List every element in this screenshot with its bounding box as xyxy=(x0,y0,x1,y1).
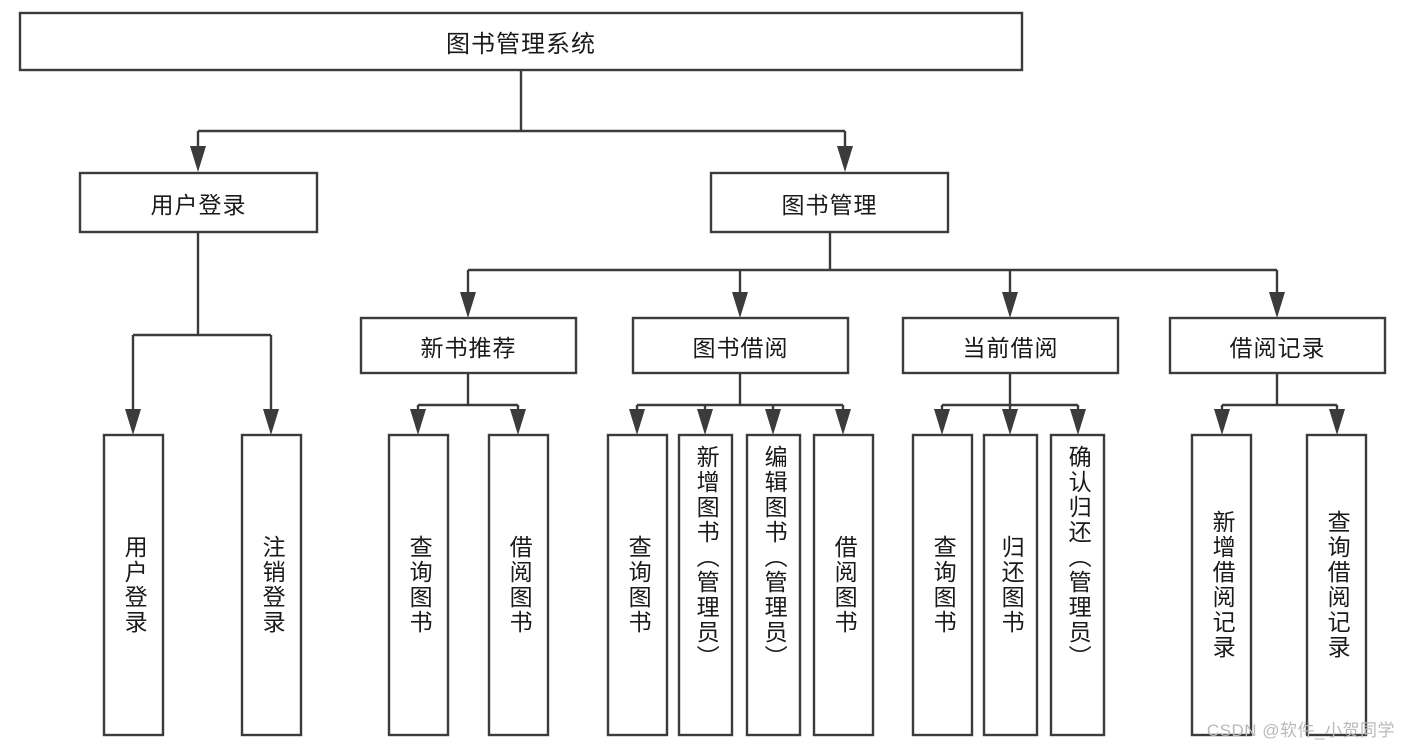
node-borrow-record[interactable] xyxy=(1168,316,1387,375)
node-leaf-edit-book[interactable] xyxy=(745,433,802,737)
node-leaf-return-book[interactable] xyxy=(982,433,1039,737)
node-book-management[interactable] xyxy=(709,171,950,234)
node-user-login[interactable] xyxy=(78,171,319,234)
node-root[interactable] xyxy=(18,11,1024,72)
connector-borrowrecord-to-leaves xyxy=(1214,373,1345,435)
node-leaf-query-borrow-record[interactable] xyxy=(1305,433,1368,737)
connector-root-to-level2 xyxy=(190,70,853,172)
node-book-borrow[interactable] xyxy=(631,316,850,375)
node-leaf-query-book-2[interactable] xyxy=(606,433,669,737)
node-leaf-add-book[interactable] xyxy=(677,433,734,737)
connector-userlogin-to-leaves xyxy=(125,232,279,435)
node-leaf-user-login[interactable] xyxy=(102,433,165,737)
connector-newbook-to-leaves xyxy=(410,373,526,435)
connector-bookmanagement-to-level3 xyxy=(460,232,1285,318)
node-new-book-recommend[interactable] xyxy=(359,316,578,375)
node-current-borrow[interactable] xyxy=(901,316,1120,375)
node-leaf-logout[interactable] xyxy=(240,433,303,737)
node-leaf-confirm-return[interactable] xyxy=(1049,433,1106,737)
connector-currentborrow-to-leaves xyxy=(934,373,1086,435)
csdn-watermark: CSDN @软件_小贺同学 xyxy=(1206,721,1395,740)
node-leaf-query-book-1[interactable] xyxy=(387,433,450,737)
node-leaf-borrow-book-2[interactable] xyxy=(812,433,875,737)
node-leaf-add-borrow-record[interactable] xyxy=(1190,433,1253,737)
node-leaf-query-book-3[interactable] xyxy=(911,433,974,737)
connector-bookborrow-to-leaves xyxy=(629,373,851,435)
node-leaf-borrow-book-1[interactable] xyxy=(487,433,550,737)
